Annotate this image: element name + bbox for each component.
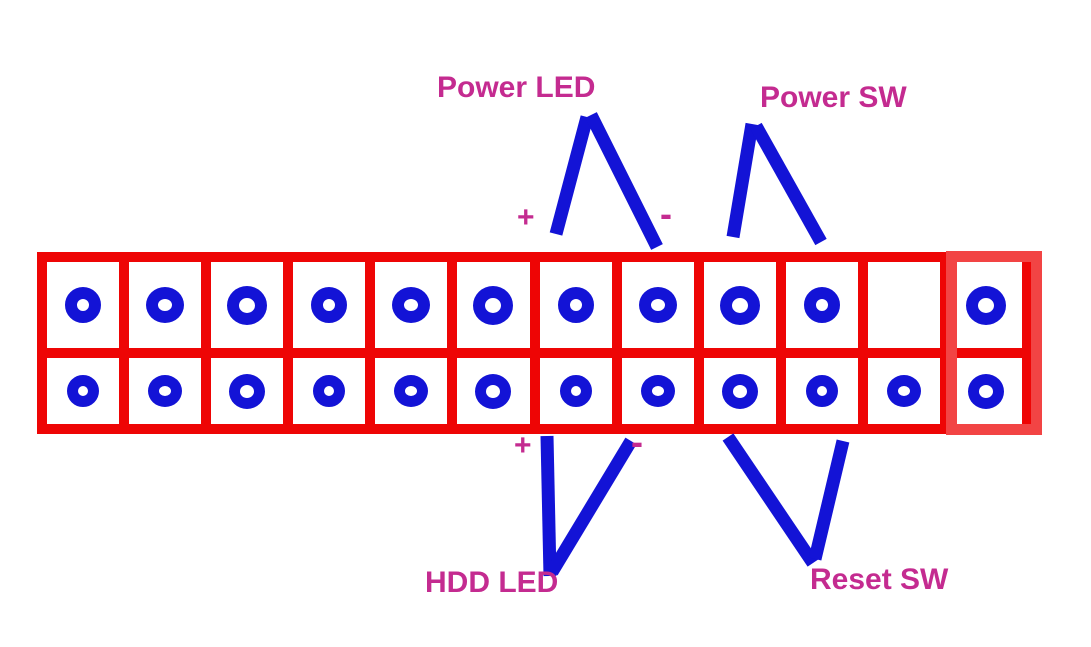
reset-sw-right-lead bbox=[808, 439, 850, 561]
hdd-led-positive-lead bbox=[540, 435, 557, 577]
pin-cell-r1-c10 bbox=[785, 262, 858, 348]
pin-hole-icon bbox=[640, 375, 675, 407]
pin-hole-icon bbox=[967, 373, 1004, 409]
pin-hole-icon bbox=[227, 285, 268, 325]
pin-cell-r1-c5 bbox=[375, 262, 448, 348]
pin-hole-icon bbox=[148, 375, 183, 407]
power-led-positive-lead bbox=[549, 115, 594, 236]
pin-cell-r2-c10 bbox=[785, 358, 858, 424]
pin-cell-r2-c12 bbox=[949, 358, 1022, 424]
reset-sw-left-lead bbox=[722, 433, 819, 567]
pin-cell-r2-c5 bbox=[375, 358, 448, 424]
pin-cell-r2-c11 bbox=[867, 358, 940, 424]
pin-cell-r2-c6 bbox=[457, 358, 530, 424]
pin-cell-r1-c6 bbox=[457, 262, 530, 348]
pin-cell-r1-c9 bbox=[703, 262, 776, 348]
pin-cell-r1-c3 bbox=[211, 262, 284, 348]
pin-hole-icon bbox=[67, 375, 100, 407]
pin-cell-r1-c8 bbox=[621, 262, 694, 348]
pin-hole-icon bbox=[146, 287, 185, 323]
pin-hole-icon bbox=[394, 375, 429, 407]
pin-cell-r1-c4 bbox=[293, 262, 366, 348]
pin-cell-r1-c2 bbox=[129, 262, 202, 348]
pin-hole-icon bbox=[719, 285, 760, 325]
pin-hole-icon bbox=[475, 373, 512, 409]
pin-hole-icon bbox=[805, 375, 838, 407]
pin-cell-r2-c9 bbox=[703, 358, 776, 424]
pin-cell-r1-c7 bbox=[539, 262, 612, 348]
pin-hole-icon bbox=[886, 375, 921, 407]
hdd-led-label: HDD LED bbox=[425, 566, 559, 599]
pin-hole-icon bbox=[559, 375, 592, 407]
power-sw-right-lead bbox=[750, 122, 827, 246]
power-led-plus-mark: + bbox=[517, 201, 535, 234]
pin-cell-r1-c12 bbox=[949, 262, 1022, 348]
pin-cell-r1-c11 bbox=[867, 262, 940, 348]
hdd-led-plus-mark: + bbox=[514, 429, 532, 462]
pin-cell-r2-c3 bbox=[211, 358, 284, 424]
power-sw-left-lead bbox=[726, 122, 759, 239]
pin-cell-r2-c8 bbox=[621, 358, 694, 424]
reset-sw-label: Reset SW bbox=[810, 563, 949, 596]
power-led-label: Power LED bbox=[437, 71, 596, 104]
pin-hole-icon bbox=[229, 373, 266, 409]
pin-header-grid bbox=[37, 252, 1032, 434]
hdd-led-negative-lead bbox=[546, 437, 637, 576]
pin-cell-r2-c2 bbox=[129, 358, 202, 424]
pin-hole-icon bbox=[392, 287, 431, 323]
power-led-negative-lead bbox=[585, 112, 663, 250]
pin-cell-r2-c4 bbox=[293, 358, 366, 424]
pin-hole-icon bbox=[311, 287, 348, 323]
pin-cell-r2-c7 bbox=[539, 358, 612, 424]
last-column-highlight-box bbox=[946, 251, 1042, 435]
pin-cell-r1-c1 bbox=[47, 262, 120, 348]
pin-hole-icon bbox=[721, 373, 758, 409]
pin-hole-icon bbox=[65, 287, 102, 323]
hdd-led-minus-mark: - bbox=[631, 421, 643, 462]
pin-hole-icon bbox=[803, 287, 840, 323]
pin-hole-icon bbox=[313, 375, 346, 407]
power-led-minus-mark: - bbox=[660, 193, 672, 234]
power-sw-label: Power SW bbox=[760, 81, 907, 114]
pin-hole-icon bbox=[473, 285, 514, 325]
pin-hole-icon bbox=[557, 287, 594, 323]
pin-hole-icon bbox=[638, 287, 677, 323]
pin-hole-icon bbox=[965, 285, 1006, 325]
pin-cell-r2-c1 bbox=[47, 358, 120, 424]
